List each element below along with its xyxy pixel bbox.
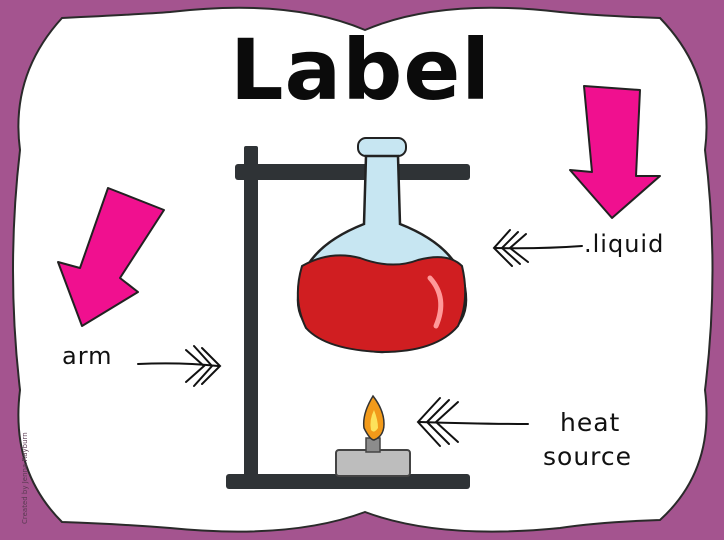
liquid-fill [296, 254, 467, 354]
page-title: Label [230, 21, 492, 119]
ring-stand-icon [226, 146, 470, 489]
label-heat: heat [560, 408, 621, 437]
label-liquid: .liquid [584, 230, 665, 258]
hand-drawn-arrow-icon [416, 397, 529, 447]
flask-icon [296, 137, 468, 354]
label-source: source [543, 442, 633, 471]
credit-text: Created by Jenna Rayburn [21, 432, 29, 524]
pink-down-arrow-icon [57, 187, 165, 327]
label-arm: arm [62, 342, 113, 370]
burner-icon [335, 394, 411, 477]
hand-drawn-arrow-icon [137, 345, 222, 387]
pink-down-arrow-icon [569, 85, 661, 219]
hand-drawn-arrow-icon [492, 229, 583, 267]
